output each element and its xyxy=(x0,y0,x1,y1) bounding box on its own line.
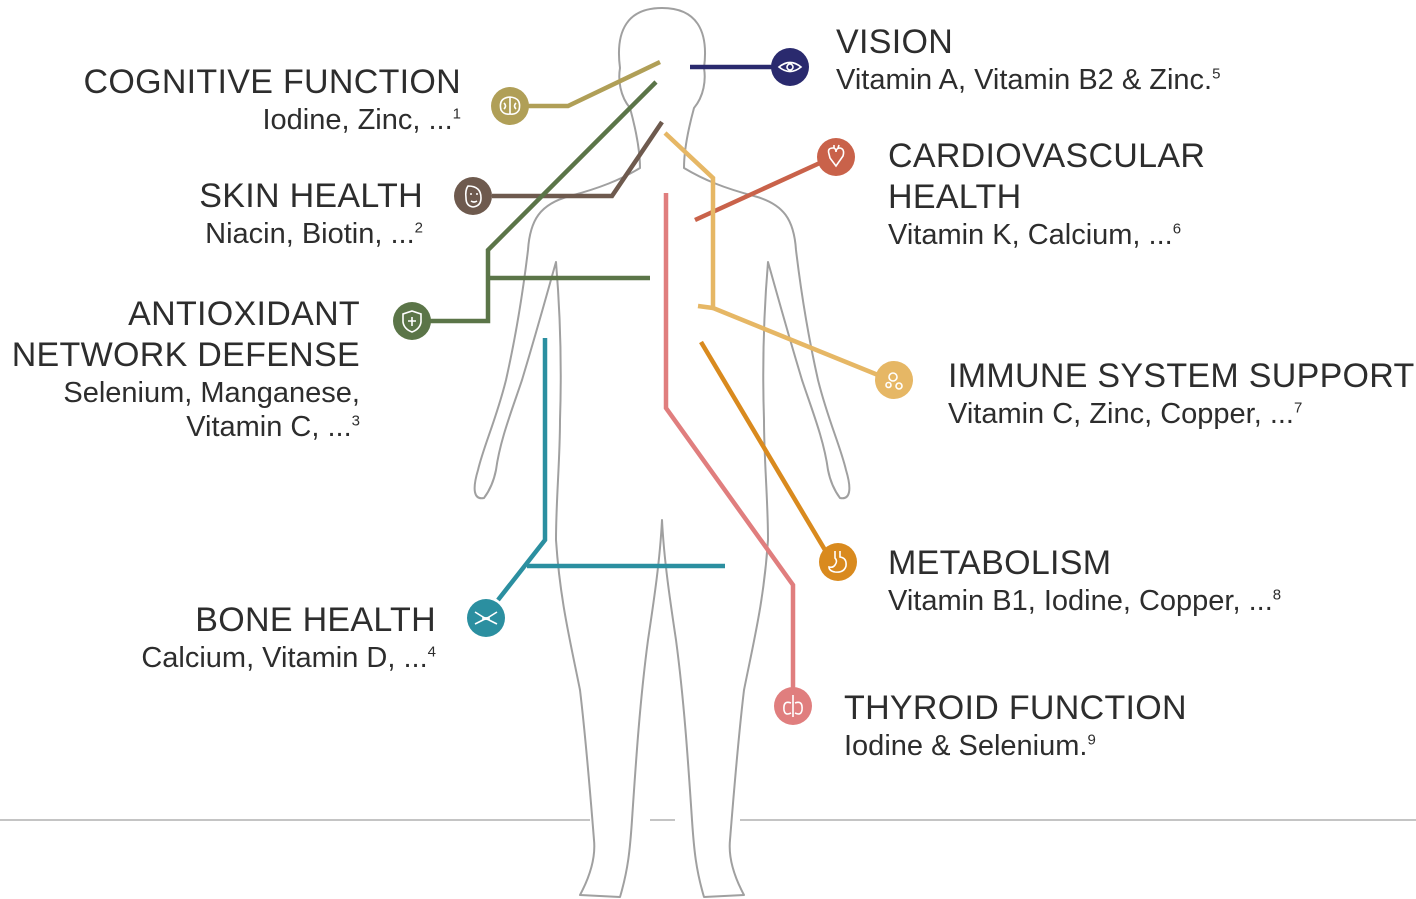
bone-joint-icon xyxy=(467,599,505,637)
cardiovascular-title-2: HEALTH xyxy=(888,177,1205,218)
immune-label: IMMUNE SYSTEM SUPPORT Vitamin C, Zinc, C… xyxy=(948,356,1415,432)
immune-nutrients: Vitamin C, Zinc, Copper, ...7 xyxy=(948,397,1415,432)
skin-ref: 2 xyxy=(415,219,423,236)
human-body-outline xyxy=(475,8,850,897)
metabolism-title: METABOLISM xyxy=(888,543,1281,584)
heart-icon xyxy=(817,138,855,176)
category-icons xyxy=(393,48,913,725)
cognitive-ref: 1 xyxy=(453,105,461,122)
vision-ref: 5 xyxy=(1212,65,1220,82)
bone-connector-line xyxy=(498,338,545,600)
cognitive-nutrients: Iodine, Zinc, ...1 xyxy=(83,103,461,138)
cardiovascular-title-1: CARDIOVASCULAR xyxy=(888,136,1205,177)
immune-connector-line xyxy=(698,306,713,308)
metabolism-label: METABOLISM Vitamin B1, Iodine, Copper, .… xyxy=(888,543,1281,619)
cardiovascular-label: CARDIOVASCULAR HEALTH Vitamin K, Calcium… xyxy=(888,136,1205,252)
antioxidant-title-2: NETWORK DEFENSE xyxy=(12,335,360,376)
cardiovascular-ref: 6 xyxy=(1173,220,1181,237)
antioxidant-label: ANTIOXIDANT NETWORK DEFENSE Selenium, Ma… xyxy=(12,294,360,445)
cells-icon xyxy=(875,361,913,399)
immune-title: IMMUNE SYSTEM SUPPORT xyxy=(948,356,1415,397)
bone-ref: 4 xyxy=(428,643,436,660)
thyroid-icon xyxy=(774,687,812,725)
skin-nutrients: Niacin, Biotin, ...2 xyxy=(199,217,423,252)
thyroid-title: THYROID FUNCTION xyxy=(844,688,1187,729)
cardiovascular-nutrients: Vitamin K, Calcium, ...6 xyxy=(888,218,1205,253)
thyroid-label: THYROID FUNCTION Iodine & Selenium.9 xyxy=(844,688,1187,764)
metabolism-ref: 8 xyxy=(1273,586,1281,603)
skin-title: SKIN HEALTH xyxy=(199,176,423,217)
thyroid-connector-line xyxy=(666,193,793,690)
vision-nutrients: Vitamin A, Vitamin B2 & Zinc.5 xyxy=(836,63,1220,98)
metabolism-nutrients: Vitamin B1, Iodine, Copper, ...8 xyxy=(888,584,1281,619)
antioxidant-title-1: ANTIOXIDANT xyxy=(12,294,360,335)
cognitive-label: COGNITIVE FUNCTION Iodine, Zinc, ...1 xyxy=(83,62,461,138)
antioxidant-ref: 3 xyxy=(352,413,360,430)
eye-icon xyxy=(771,48,809,86)
immune-ref: 7 xyxy=(1294,399,1302,416)
bone-label: BONE HEALTH Calcium, Vitamin D, ...4 xyxy=(141,600,436,676)
thyroid-ref: 9 xyxy=(1087,731,1095,748)
cognitive-title: COGNITIVE FUNCTION xyxy=(83,62,461,103)
brain-icon xyxy=(491,87,529,125)
antioxidant-nutrients-1: Selenium, Manganese, xyxy=(12,376,360,411)
thyroid-nutrients: Iodine & Selenium.9 xyxy=(844,729,1187,764)
face-icon xyxy=(454,177,492,215)
antioxidant-nutrients-2: Vitamin C, ...3 xyxy=(12,410,360,445)
shield-icon xyxy=(393,302,431,340)
vision-label: VISION Vitamin A, Vitamin B2 & Zinc.5 xyxy=(836,22,1220,98)
bone-nutrients: Calcium, Vitamin D, ...4 xyxy=(141,641,436,676)
stomach-icon xyxy=(819,543,857,581)
vision-title: VISION xyxy=(836,22,1220,63)
skin-label: SKIN HEALTH Niacin, Biotin, ...2 xyxy=(199,176,423,252)
bone-title: BONE HEALTH xyxy=(141,600,436,641)
